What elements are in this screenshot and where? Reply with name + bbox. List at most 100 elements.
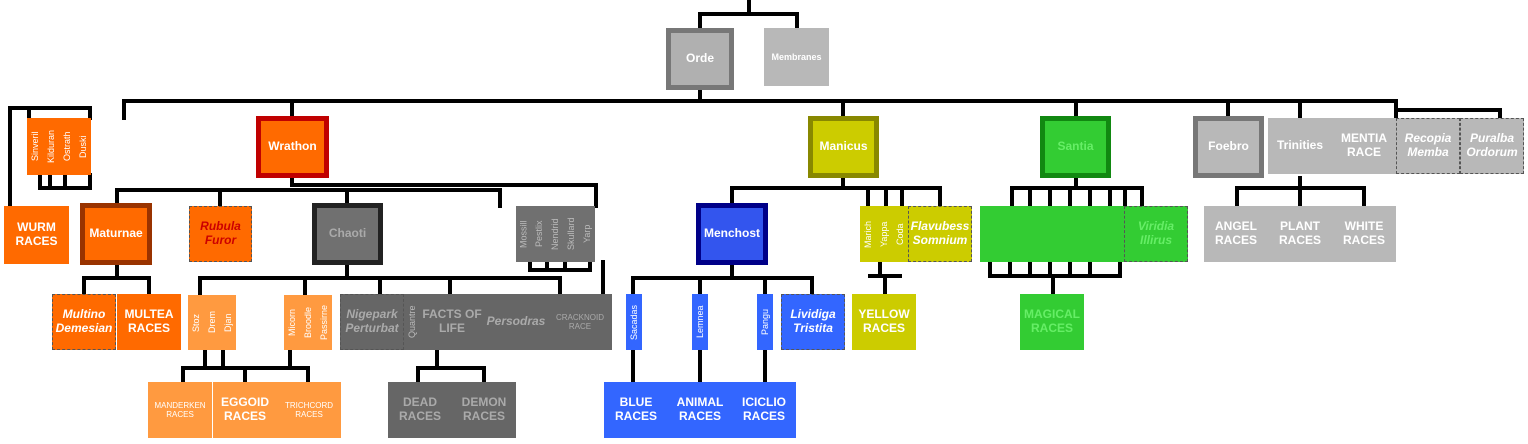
foebro-label: Foebro — [1208, 139, 1249, 154]
pangu-label: Pangu — [759, 308, 770, 336]
orange-stack-4[interactable]: Duski — [75, 118, 91, 175]
lemnea-node[interactable]: Lemnea — [692, 294, 708, 350]
membranes-label: Membranes — [771, 51, 822, 62]
wurm-races-node[interactable]: WURM RACES — [4, 206, 69, 264]
gray-stack-1[interactable]: Mossill — [516, 206, 531, 262]
animal-races-node[interactable]: ANIMAL RACES — [668, 382, 732, 438]
recopia-node[interactable]: Recopia Memba — [1396, 118, 1460, 174]
rubula-furor-node[interactable]: Rubula Furor — [189, 206, 252, 262]
angel-races-label: ANGEL RACES — [1214, 219, 1257, 247]
dead-races-label: DEAD RACES — [398, 395, 441, 423]
green-stack-5[interactable] — [1044, 206, 1060, 262]
plant-races-node[interactable]: PLANT RACES — [1268, 206, 1332, 262]
magical-races-label: MAGICAL RACES — [1024, 307, 1080, 335]
mini1-stack-2[interactable]: Drem — [204, 295, 220, 350]
manderken-races-node[interactable]: MANDERKEN RACES — [148, 382, 212, 438]
maturnae-label: Maturnae — [89, 226, 143, 241]
orange-stack-2[interactable]: Kilduran — [43, 118, 59, 175]
iciclio-races-node[interactable]: ICICLIO RACES — [732, 382, 796, 438]
pangu-node[interactable]: Pangu — [757, 294, 773, 350]
magical-races-node[interactable]: MAGICAL RACES — [1020, 294, 1084, 350]
green-stack-1[interactable] — [980, 206, 996, 262]
green-stack-8[interactable] — [1092, 206, 1108, 262]
demon-races-label: DEMON RACES — [461, 395, 507, 423]
sacadas-node[interactable]: Sacadas — [626, 294, 642, 350]
puralba-label: Puralba Ordorum — [1466, 131, 1518, 159]
dead-races-node[interactable]: DEAD RACES — [388, 382, 452, 438]
yellow-stack-3[interactable]: Coda — [892, 206, 908, 262]
multino-demesian-label: Multino Demesian — [55, 307, 113, 335]
cracknoid-race-label: CRACKNOID RACE — [555, 312, 604, 331]
orange-stack-1-label: Sinveril — [29, 131, 40, 162]
blue-races-label: BLUE RACES — [614, 395, 657, 423]
yellow-races-node[interactable]: YELLOW RACES — [852, 294, 916, 350]
mini1-stack-3-label: Djan — [222, 313, 233, 332]
green-stack-9[interactable] — [1108, 206, 1124, 262]
chaoti-node[interactable]: Chaoti — [312, 203, 383, 265]
green-stack-2[interactable] — [996, 206, 1012, 262]
cracknoid-race-node[interactable]: CRACKNOID RACE — [548, 294, 612, 350]
foebro-node[interactable]: Foebro — [1193, 116, 1264, 178]
santia-node[interactable]: Santia — [1040, 116, 1111, 178]
chaoti-label: Chaoti — [328, 226, 367, 241]
lemnea-label: Lemnea — [694, 305, 705, 339]
menchost-node[interactable]: Menchost — [696, 203, 768, 265]
puralba-node[interactable]: Puralba Ordorum — [1460, 118, 1524, 174]
facts-of-life-label: FACTS OF LIFE — [422, 307, 482, 335]
angel-races-node[interactable]: ANGEL RACES — [1204, 206, 1268, 262]
persodras-node[interactable]: Persodras — [484, 294, 548, 350]
green-stack-4[interactable] — [1028, 206, 1044, 262]
mini2-stack-2-label: Broodle — [302, 306, 313, 339]
gray-stack-1-label: Mossill — [518, 220, 529, 248]
demon-races-node[interactable]: DEMON RACES — [452, 382, 516, 438]
trichcord-races-node[interactable]: TRICHCORD RACES — [277, 382, 341, 438]
lividiga-node[interactable]: Lividiga Tristita — [781, 294, 845, 350]
membranes-node[interactable]: Membranes — [764, 28, 829, 86]
mini2-stack-2[interactable]: Broodle — [300, 295, 316, 350]
green-stack-6[interactable] — [1060, 206, 1076, 262]
white-races-node[interactable]: WHITE RACES — [1332, 206, 1396, 262]
mini1-stack-1[interactable]: Stoz — [188, 295, 204, 350]
nigepark-label: Nigepark Perturbat — [345, 307, 399, 335]
menchost-label: Menchost — [703, 226, 760, 241]
mini2-stack-3[interactable]: Passirne — [316, 295, 332, 350]
maturnae-node[interactable]: Maturnae — [80, 203, 152, 265]
wurm-races-label: WURM RACES — [15, 220, 58, 248]
orde-node[interactable]: Orde — [666, 28, 734, 90]
mini2-stack-1[interactable]: Micorn — [284, 295, 300, 350]
blue-races-node[interactable]: BLUE RACES — [604, 382, 668, 438]
yellow-stack-2[interactable]: Yappa — [876, 206, 892, 262]
multino-demesian-node[interactable]: Multino Demesian — [52, 294, 116, 350]
eggoid-races-node[interactable]: EGGOID RACES — [213, 382, 277, 438]
green-stack-7[interactable] — [1076, 206, 1092, 262]
gray-stack-5[interactable]: Yarp — [579, 206, 595, 262]
orange-stack-3[interactable]: Ostrath — [59, 118, 75, 175]
yellow-stack-3-label: Coda — [894, 223, 905, 245]
yellow-stack-1[interactable]: Marich — [860, 206, 876, 262]
quantre-label: Quantre — [406, 305, 417, 339]
rubula-furor-label: Rubula Furor — [200, 219, 241, 247]
gray-stack-4[interactable]: Skullard — [563, 206, 579, 262]
gray-stack-3[interactable]: Nendrid — [547, 206, 563, 262]
mini2-stack-1-label: Micorn — [286, 309, 297, 337]
multea-races-node[interactable]: MULTEA RACES — [117, 294, 181, 350]
manicus-node[interactable]: Manicus — [808, 116, 879, 178]
recopia-label: Recopia Memba — [1404, 131, 1452, 159]
trinities-node[interactable]: Trinities — [1268, 118, 1332, 174]
orange-stack-1[interactable]: Sinveril — [27, 118, 43, 175]
wrathon-node[interactable]: Wrathon — [256, 116, 329, 178]
green-stack-3[interactable] — [1012, 206, 1028, 262]
animal-races-label: ANIMAL RACES — [676, 395, 724, 423]
flavubess-node[interactable]: Flavubess Somnium — [908, 206, 972, 262]
mentia-race-label: MENTIA RACE — [1341, 131, 1387, 159]
white-races-label: WHITE RACES — [1342, 219, 1385, 247]
gray-stack-2[interactable]: Pestlix — [531, 206, 547, 262]
mini1-stack-3[interactable]: Djan — [220, 295, 236, 350]
viridia-node[interactable]: Viridia Illirus — [1124, 206, 1188, 262]
nigepark-node[interactable]: Nigepark Perturbat — [340, 294, 404, 350]
mentia-race-node[interactable]: MENTIA RACE — [1332, 118, 1396, 174]
mini1-stack-2-label: Drem — [206, 311, 217, 334]
quantre-node[interactable]: Quantre — [404, 294, 420, 350]
facts-of-life-node[interactable]: FACTS OF LIFE — [420, 294, 484, 350]
sacadas-label: Sacadas — [628, 304, 639, 340]
